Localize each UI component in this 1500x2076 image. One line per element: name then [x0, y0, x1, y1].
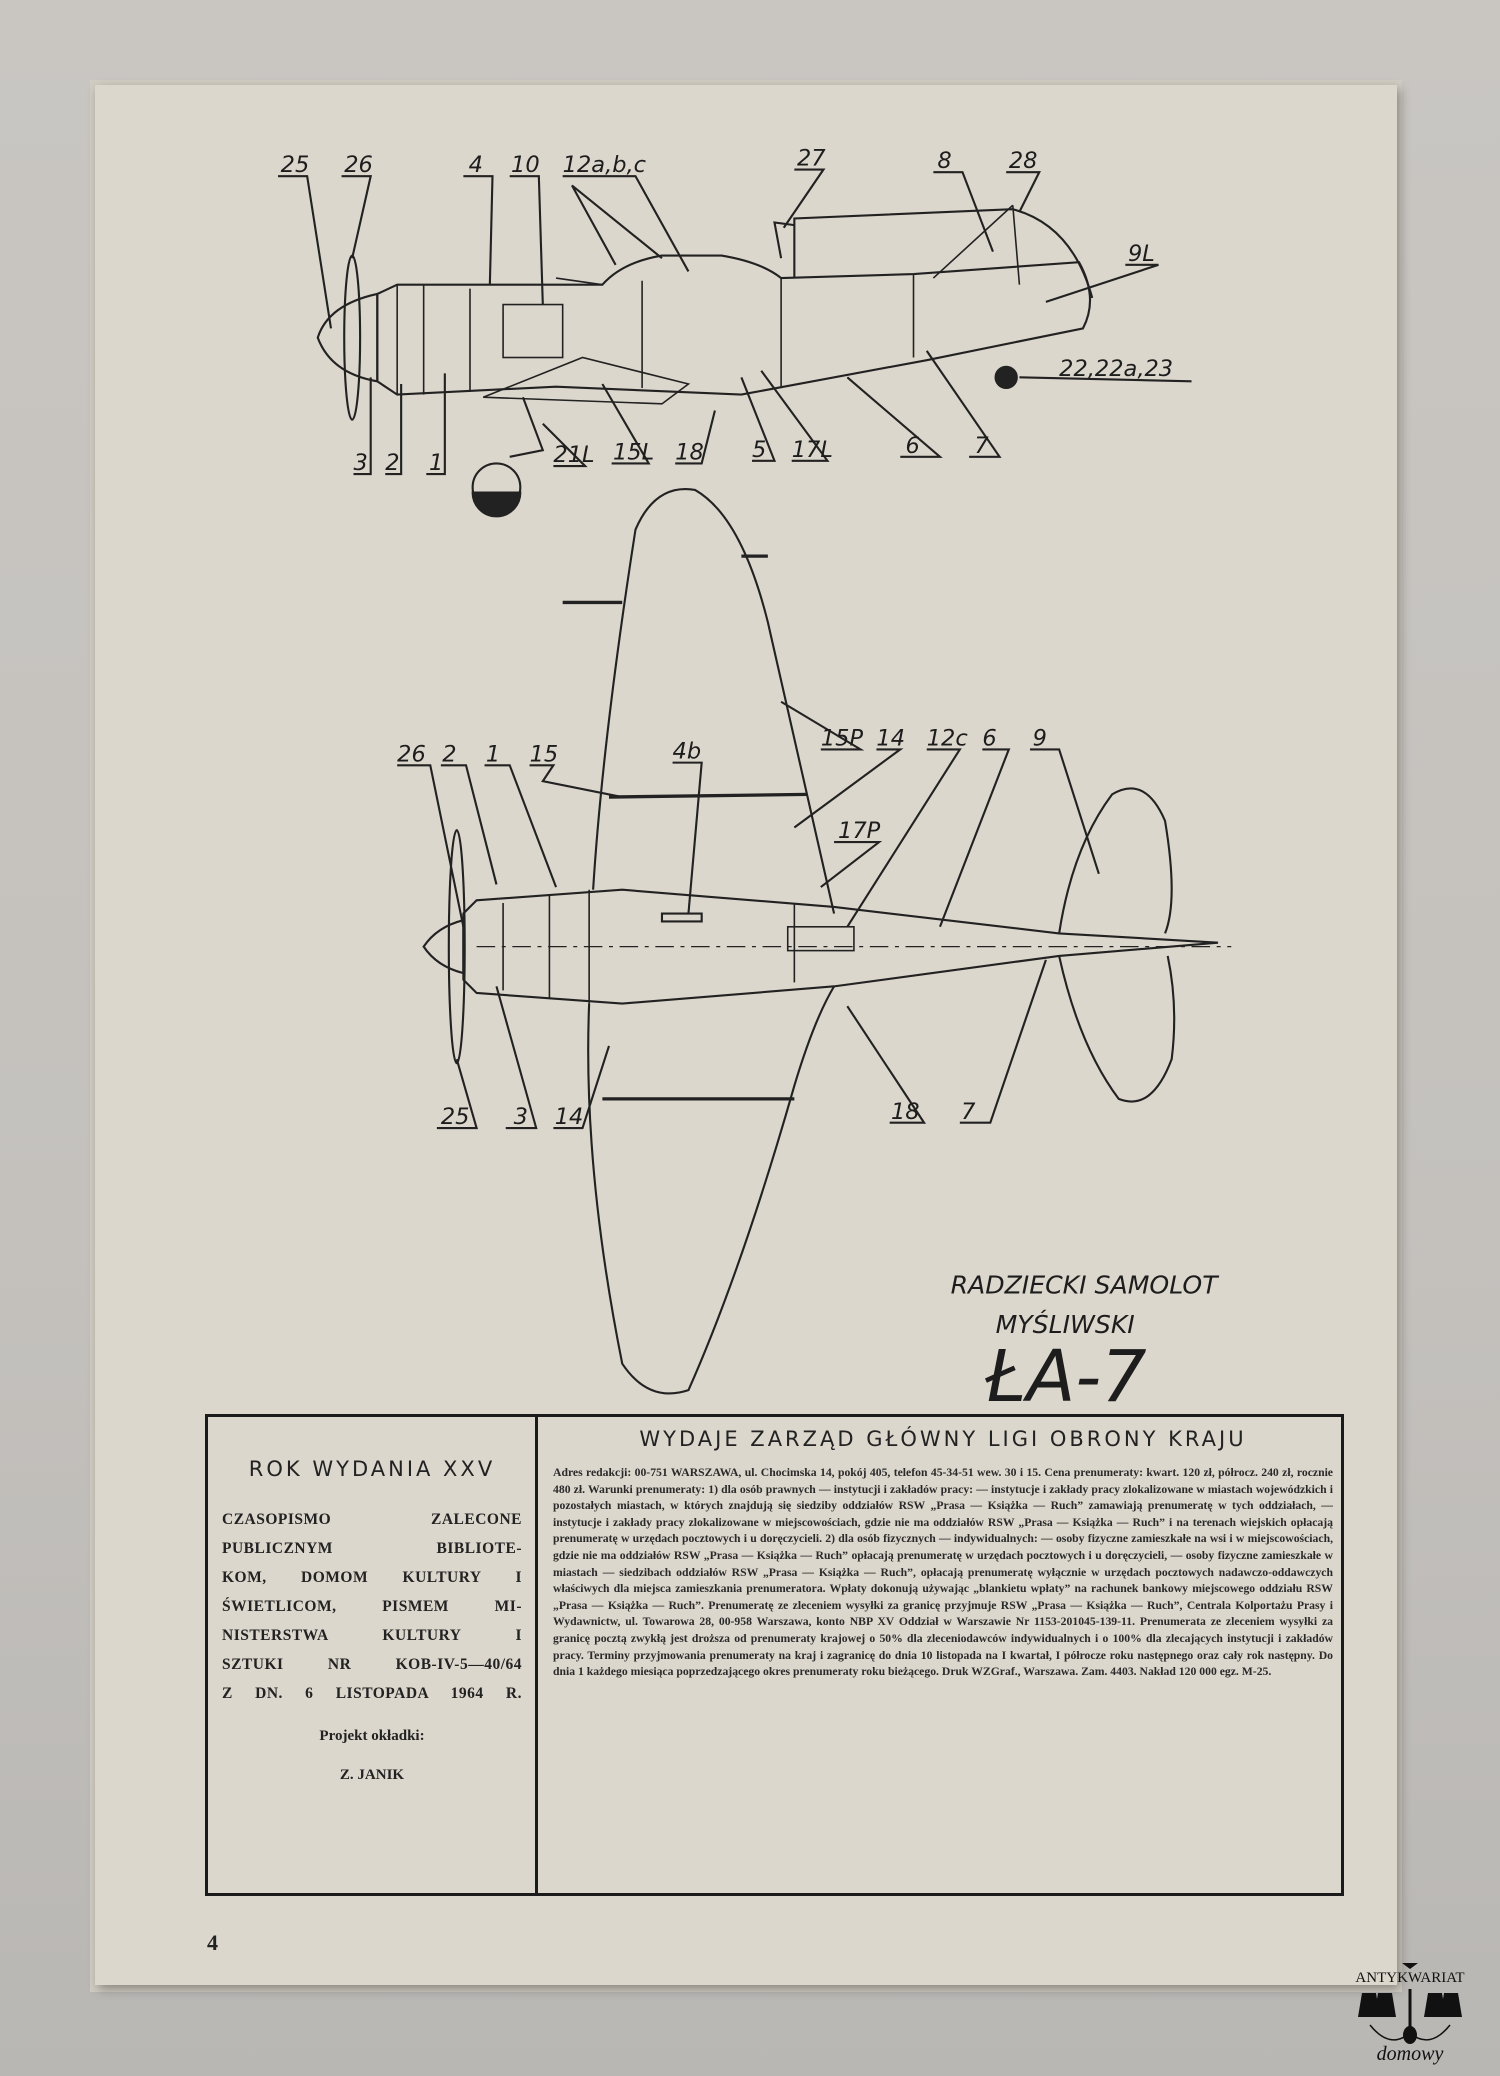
publisher-heading: WYDAJE ZARZĄD GŁÓWNY LIGI OBRONY KRAJU	[639, 1427, 1247, 1451]
recommendation-line: PUBLICZNYM BIBLIOTE-	[222, 1540, 522, 1557]
part-label: 1	[486, 741, 500, 767]
part-label: 17L	[792, 437, 833, 463]
subscription-info: Adres redakcji: 00-751 WARSZAWA, ul. Cho…	[553, 1466, 1333, 1679]
magazine-page	[95, 85, 1397, 1985]
part-label: 15	[530, 741, 559, 767]
part-label: 4	[469, 152, 483, 178]
recommendation-line: Z DN. 6 LISTOPADA 1964 R.	[222, 1685, 522, 1702]
propeller	[343, 254, 362, 421]
recommendation-line: NISTERSTWA KULTURY I	[222, 1627, 522, 1644]
part-label: 25	[281, 152, 310, 178]
part-label: 14	[555, 1104, 584, 1130]
part-label: 12a,b,c	[563, 152, 647, 178]
recommendation-line: KOM, DOMOM KULTURY I	[222, 1569, 522, 1586]
watermark-logo: ANTYKWARIAT domowy	[1340, 1955, 1480, 2070]
part-label: 18	[891, 1099, 920, 1125]
wing-lower	[587, 985, 835, 1395]
part-label: 18	[675, 439, 704, 465]
imprint-left: ROK WYDANIA XXV CZASOPISMO ZALECONE PUBL…	[222, 1457, 522, 1784]
part-label: 15L	[613, 439, 654, 465]
part-label: 17P	[838, 818, 881, 844]
stabilizer-lower	[1058, 955, 1176, 1103]
drawing-title-line2: MYŚLIWSKI	[996, 1309, 1135, 1339]
part-label: 9L	[1128, 241, 1155, 267]
volume-year: ROK WYDANIA XXV	[248, 1457, 496, 1481]
part-label: 6	[982, 725, 996, 751]
fin	[793, 208, 1094, 299]
part-label: 14	[876, 725, 905, 751]
fuselage-side	[376, 254, 1092, 396]
imprint-right: WYDAJE ZARZĄD GŁÓWNY LIGI OBRONY KRAJU A…	[553, 1427, 1333, 1681]
part-label: 2	[442, 741, 456, 767]
part-label: 7	[974, 433, 989, 459]
cover-design-label: Projekt okładki:	[319, 1728, 425, 1744]
part-label: 4b	[673, 739, 702, 765]
chandelier-icon	[1358, 1963, 1462, 2044]
part-label: 3	[514, 1104, 528, 1130]
part-label: 3	[353, 450, 367, 476]
recommendation-line: CZASOPISMO ZALECONE	[222, 1511, 522, 1528]
fuselage-top	[462, 888, 1219, 1005]
part-label: 2	[385, 450, 399, 476]
tail-wheel	[994, 365, 1018, 390]
stabilizer-upper	[1058, 787, 1173, 934]
part-label: 8	[937, 148, 951, 174]
side-view	[278, 168, 1192, 518]
column-divider	[535, 1417, 538, 1893]
part-label: 28	[1009, 148, 1038, 174]
part-label: 15P	[821, 725, 864, 751]
part-label: 26	[344, 152, 373, 178]
recommendation-line: ŚWIETLICOM, PISMEM MI-	[222, 1598, 522, 1615]
part-label: 27	[797, 146, 826, 172]
part-label: 12c	[927, 725, 969, 751]
recommendation-text: CZASOPISMO ZALECONE PUBLICZNYM BIBLIOTE-…	[222, 1505, 522, 1708]
part-label: 5	[752, 437, 766, 463]
part-label: 9	[1033, 725, 1047, 751]
drawing-title-line1: RADZIECKI SAMOLOT	[951, 1271, 1220, 1300]
recommendation-line: SZTUKI NR KOB-IV-5—40/64	[222, 1656, 522, 1673]
watermark-bottom-text: domowy	[1376, 2043, 1444, 2065]
part-label: 22,22a,23	[1059, 356, 1173, 382]
part-label: 7	[961, 1099, 976, 1125]
aircraft-model: ŁA-7	[984, 1335, 1146, 1418]
part-label: 1	[429, 450, 443, 476]
imprint-box: ROK WYDANIA XXV CZASOPISMO ZALECONE PUBL…	[205, 1414, 1344, 1896]
cover-design-author: Z. JANIK	[339, 1767, 405, 1783]
propeller-top	[447, 829, 466, 1065]
antenna-mast	[773, 221, 795, 259]
part-label: 26	[397, 741, 426, 767]
page-number: 4	[207, 1930, 218, 1955]
part-label: 10	[511, 152, 540, 178]
part-label: 25	[441, 1104, 470, 1130]
top-view	[397, 488, 1232, 1395]
wing-upper	[592, 488, 836, 914]
watermark-top-text: ANTYKWARIAT	[1355, 1970, 1465, 1986]
part-label: 6	[906, 433, 920, 459]
part-label: 21L	[553, 442, 594, 468]
main-gear-leg	[509, 396, 545, 458]
